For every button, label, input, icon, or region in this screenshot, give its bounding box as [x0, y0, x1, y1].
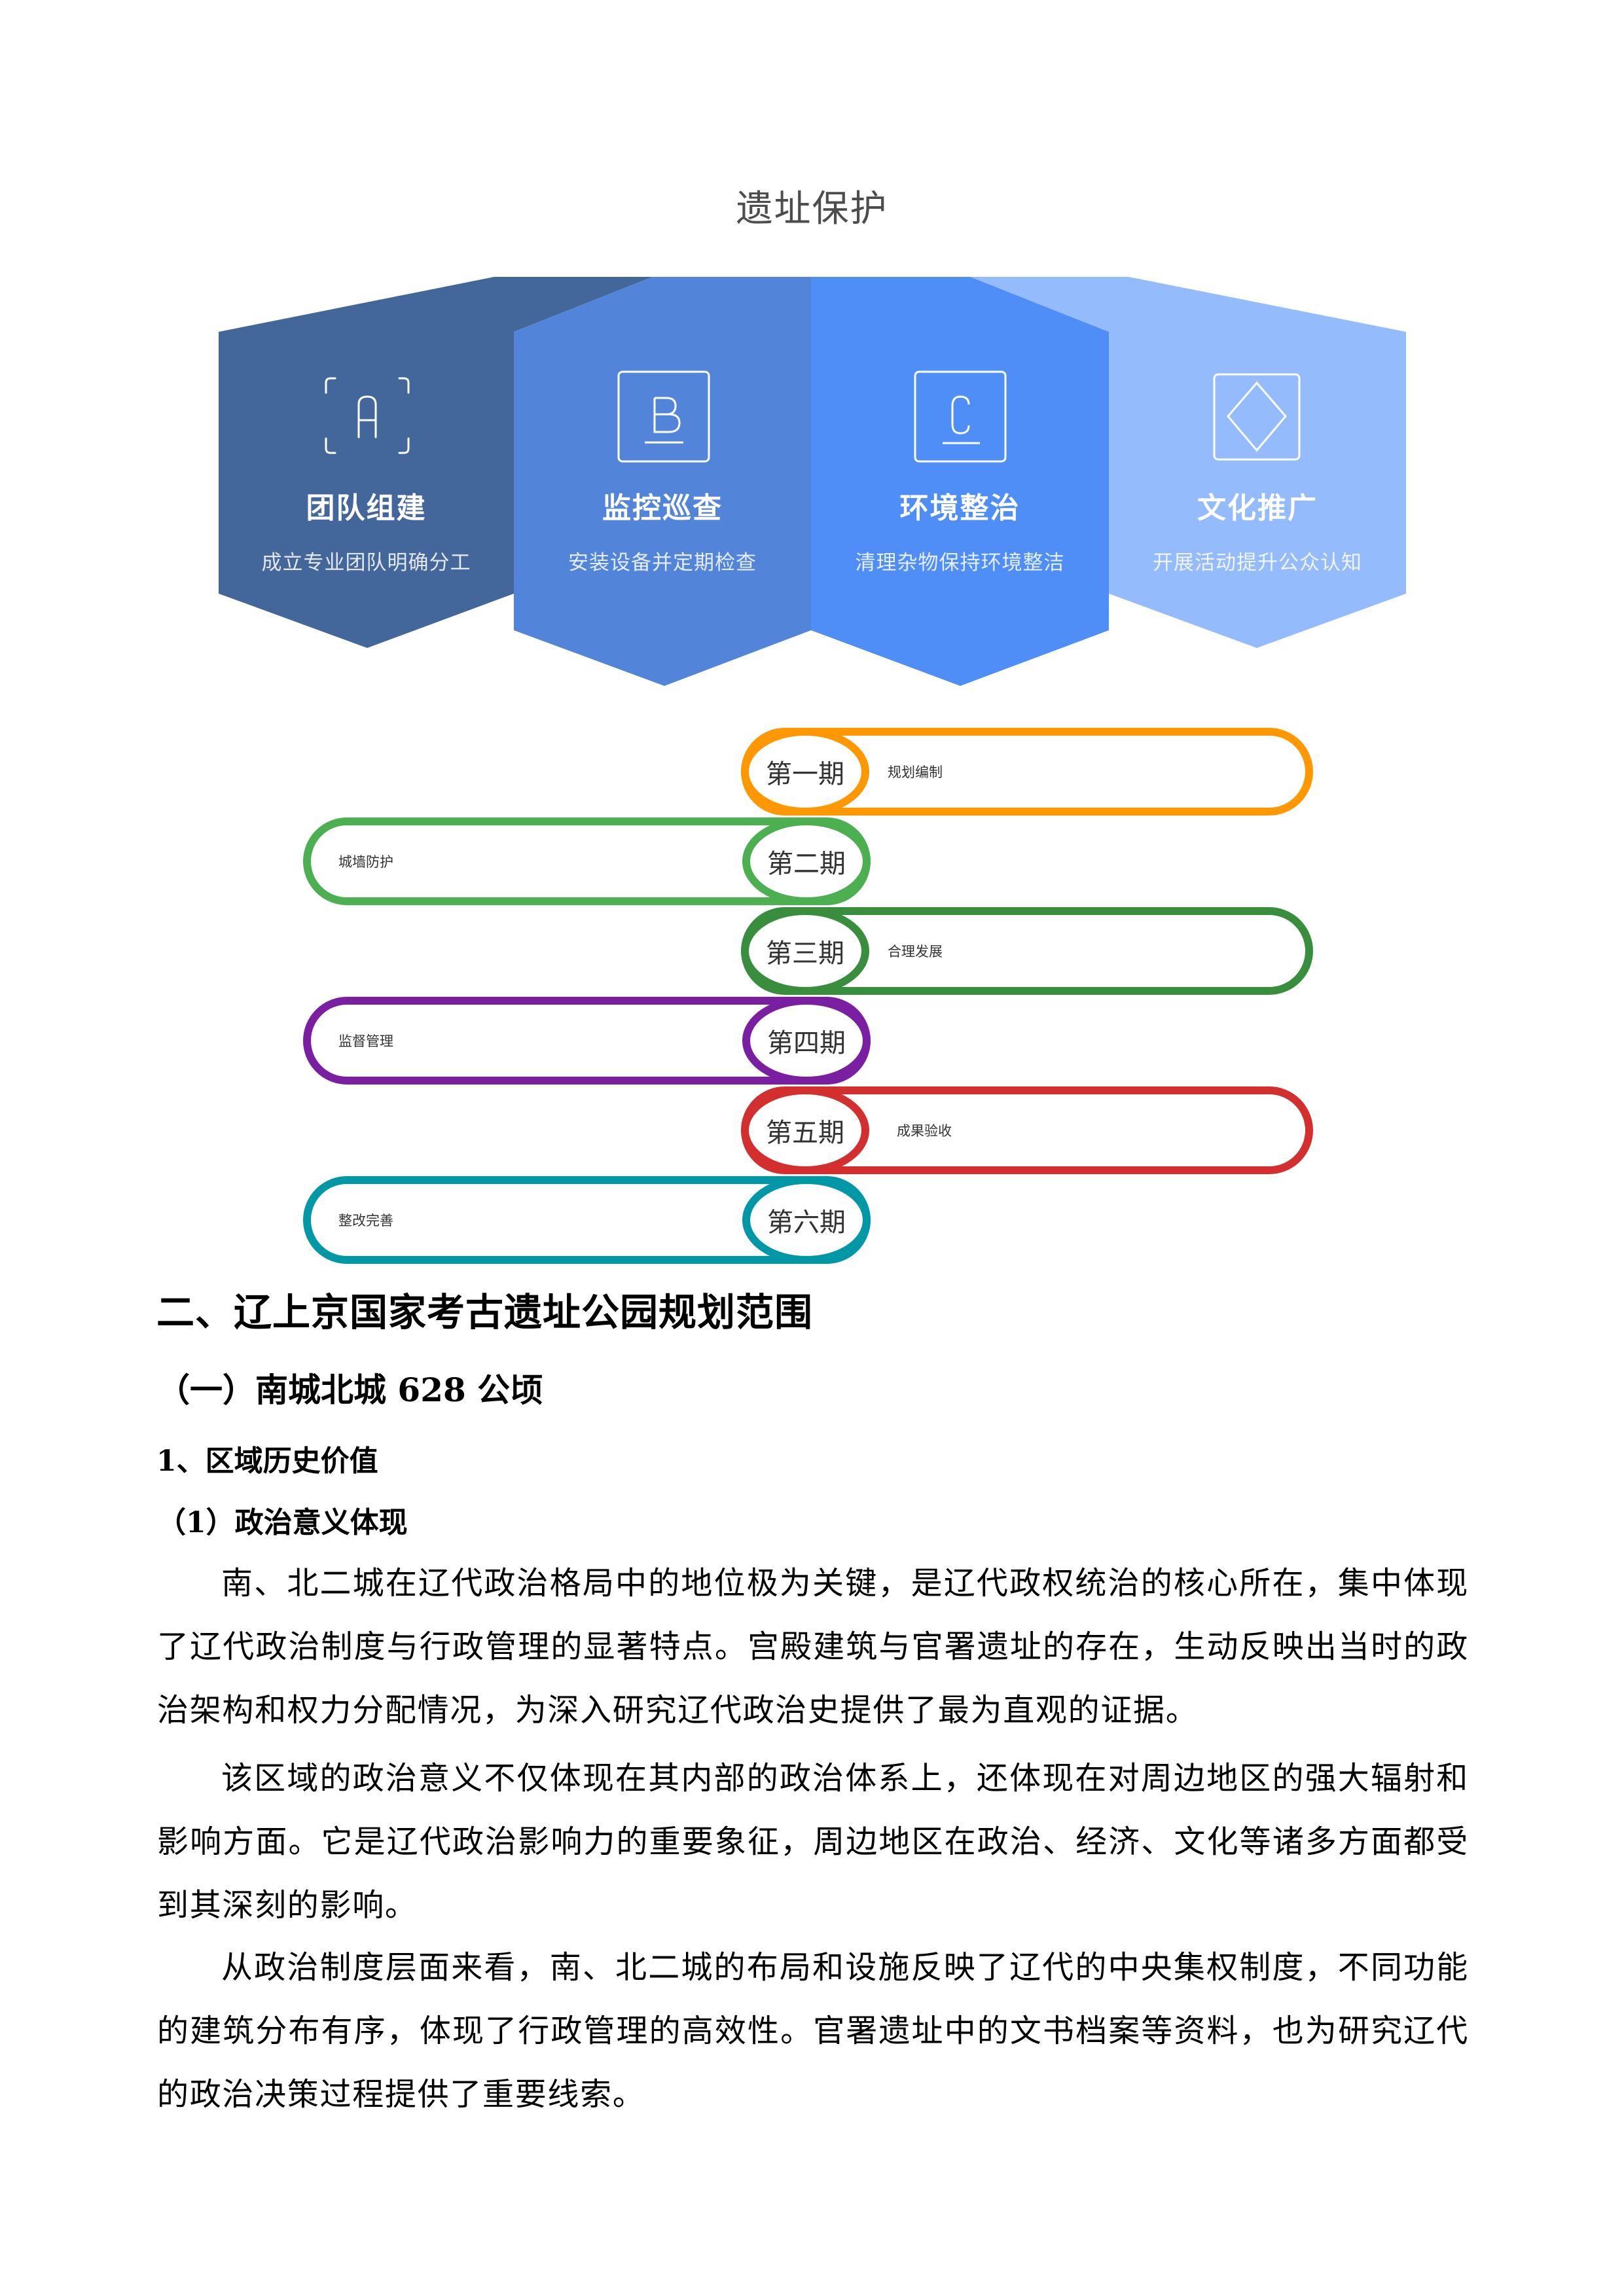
card-d-shape [970, 277, 1406, 648]
card-c-title: 环境整治 [899, 492, 1020, 525]
subsubsection-heading: 1、区域历史价值 [156, 1444, 378, 1478]
paragraph-2: 该区域的政治意义不仅体现在其内部的政治体系上，还体现在对周边地区的强大辐射和影响… [157, 1760, 1469, 1924]
card-c-subtitle: 清理杂物保持环境整洁 [855, 551, 1065, 575]
protection-ribbon-diagram [219, 277, 1406, 686]
phase-6-label: 第六期 [742, 1176, 871, 1264]
card-d: 文化推广 开展活动提升公众认知 [1109, 484, 1406, 575]
letter-c-box-icon [914, 370, 1007, 463]
card-a-subtitle: 成立专业团队明确分工 [261, 551, 471, 575]
subsection-heading: （一）南城北城 628 公顷 [157, 1371, 543, 1409]
section-heading: 二、辽上京国家考古遗址公园规划范围 [156, 1290, 814, 1335]
phase-1-text: 规划编制 [888, 764, 943, 780]
phase-6-text: 整改完善 [338, 1213, 393, 1229]
card-c: 环境整治 清理杂物保持环境整洁 [811, 484, 1109, 575]
card-d-title: 文化推广 [1197, 492, 1318, 525]
card-b: 监控巡查 安装设备并定期检查 [514, 484, 811, 575]
paragraph-3: 从政治制度层面来看，南、北二城的布局和设施反映了辽代的中央集权制度，不同功能的建… [157, 1949, 1469, 2113]
timeline-phase-2: 第二期 城墙防护 [303, 817, 871, 905]
diamond-box-icon [1213, 373, 1301, 461]
card-b-title: 监控巡查 [602, 492, 723, 525]
timeline-phase-1: 第一期 规划编制 [741, 728, 1313, 816]
letter-a-bracket-icon [325, 377, 410, 454]
card-b-shape [514, 277, 811, 686]
timeline-phase-5: 第五期 成果验收 [741, 1086, 1313, 1174]
phase-3-text: 合理发展 [888, 944, 943, 960]
card-d-subtitle: 开展活动提升公众认知 [1153, 551, 1362, 575]
timeline-phase-6: 第六期 整改完善 [303, 1176, 871, 1264]
phase-4-text: 监督管理 [338, 1033, 393, 1049]
diagram-title: 遗址保护 [736, 188, 888, 230]
phase-3-label: 第三期 [741, 907, 869, 995]
card-a-shape [219, 277, 653, 648]
card-a-title: 团队组建 [306, 492, 427, 525]
phase-1-label: 第一期 [741, 728, 869, 816]
paragraph-1: 南、北二城在辽代政治格局中的地位极为关键，是辽代政权统治的核心所在，集中体现了辽… [157, 1565, 1469, 1729]
phase-5-text: 成果验收 [897, 1123, 952, 1139]
phase-5-label: 第五期 [741, 1086, 869, 1174]
timeline-phase-4: 第四期 监督管理 [303, 997, 871, 1085]
topic-heading: （1）政治意义体现 [157, 1506, 408, 1539]
phase-2-label: 第二期 [742, 817, 871, 905]
phase-4-label: 第四期 [742, 997, 871, 1085]
timeline-phase-3: 第三期 合理发展 [741, 907, 1313, 995]
card-c-shape [811, 277, 1109, 686]
card-b-subtitle: 安装设备并定期检查 [568, 551, 757, 575]
phase-2-text: 城墙防护 [338, 854, 393, 870]
card-a: 团队组建 成立专业团队明确分工 [219, 484, 514, 575]
letter-b-box-icon [617, 370, 710, 463]
